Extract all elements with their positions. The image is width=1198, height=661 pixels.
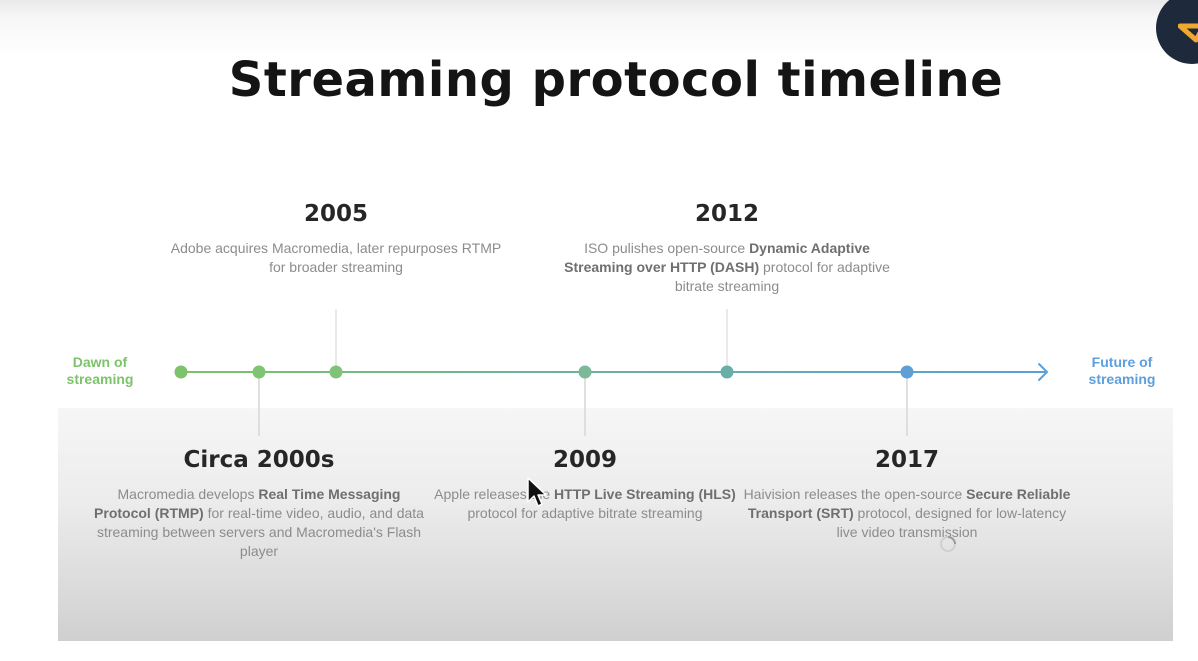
description-text: protocol for adaptive bitrate streaming [467, 505, 703, 521]
description-text: Adobe acquires Macromedia, later repurpo… [170, 240, 502, 275]
event-description-2017: Haivision releases the open-source Secur… [737, 485, 1077, 542]
busy-cursor-icon [940, 536, 956, 552]
event-year-2005: 2005 [303, 201, 368, 227]
protocol-name: HTTP Live Streaming (HLS) [554, 486, 736, 502]
protocol-name: Real Time Messaging Protocol (RTMP) [94, 486, 401, 521]
description-text: Macromedia develops [117, 486, 259, 502]
protocol-name: Dynamic Adaptive Streaming over HTTP (DA… [564, 240, 870, 275]
event-year-circa-2000s: Circa 2000s [183, 447, 335, 473]
timeline-start-dot [174, 365, 188, 379]
event-description-2012: ISO pulishes open-source Dynamic Adaptiv… [557, 239, 897, 296]
description-text: Apple releases the [434, 486, 555, 502]
dawn-of-streaming-label: Dawn of streaming [66, 354, 134, 387]
mouse-pointer-icon [527, 477, 547, 507]
event-description-circa-2000s: Macromedia develops Real Time Messaging … [89, 485, 429, 561]
description-text: protocol, designed for low-latency live … [836, 505, 1067, 540]
bottom-panel [58, 408, 1173, 641]
event-description-2005: Adobe acquires Macromedia, later repurpo… [166, 239, 506, 277]
event-year-2009: 2009 [552, 447, 617, 473]
timeline-dot-circa-2000s [252, 365, 266, 379]
page-title: Streaming protocol timeline [228, 52, 1004, 109]
timeline-dot-2009 [578, 365, 592, 379]
description-text: for real-time video, audio, and data str… [96, 505, 424, 559]
future-of-streaming-label: Future of streaming [1088, 354, 1156, 387]
description-text: protocol for adaptive bitrate streaming [674, 259, 890, 294]
event-year-2017: 2017 [874, 447, 939, 473]
timeline-arrowhead-icon [1038, 363, 1048, 381]
event-description-2009: Apple releases the HTTP Live Streaming (… [415, 485, 755, 523]
protocol-name: Secure Reliable Transport (SRT) [747, 486, 1071, 521]
description-text: Haivision releases the open-source [743, 486, 967, 502]
timeline-dot-2012 [720, 365, 734, 379]
description-text: ISO pulishes open-source [584, 240, 750, 256]
event-year-2012: 2012 [694, 201, 759, 227]
timeline-dot-2005 [329, 365, 343, 379]
timeline-dot-2017 [900, 365, 914, 379]
